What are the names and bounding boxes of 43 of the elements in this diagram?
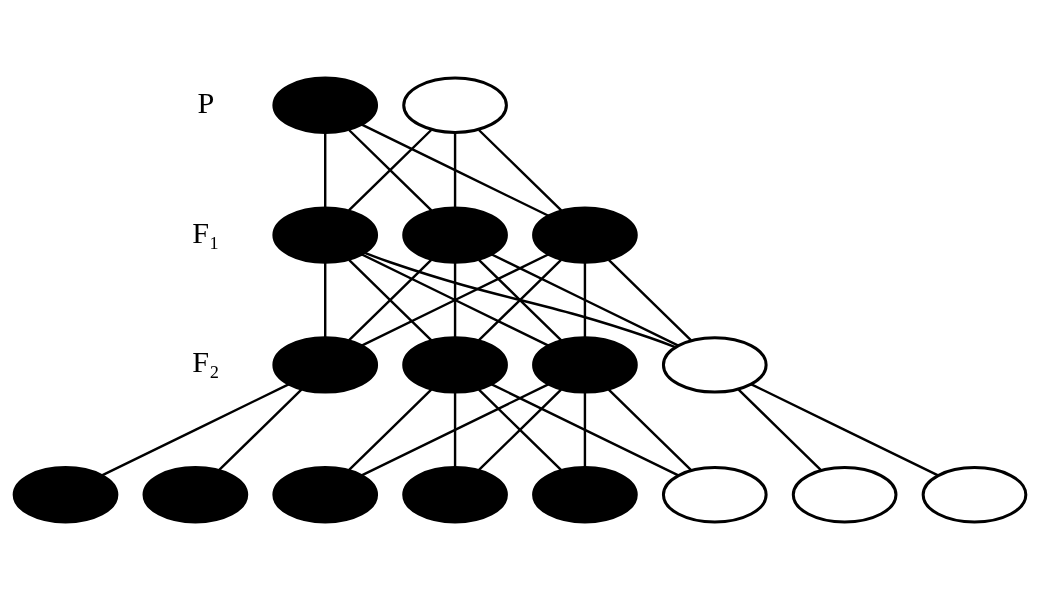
node-ellipse [402,206,508,264]
node-ellipse [661,466,768,524]
connector [453,133,457,208]
connector [491,383,679,477]
node-ellipse [272,206,379,264]
connector [324,133,327,208]
connector [453,392,457,468]
connector [324,262,327,338]
label: F₂ [192,345,220,380]
connector [348,259,433,342]
connector [478,129,563,212]
connector [361,253,549,347]
node-ellipse [921,466,1028,524]
connector [364,251,676,349]
node-ellipse [532,206,638,264]
connector [361,123,549,217]
connector [101,383,290,477]
connector [491,253,679,347]
connector [453,262,457,338]
node-ellipse [272,76,379,134]
node-ellipse [532,466,638,524]
connector [348,129,433,212]
connector [737,388,822,471]
node-ellipse [402,466,508,524]
label: P [197,85,215,120]
connector [218,388,303,471]
connector [583,262,587,338]
node-ellipse [12,466,119,524]
node-ellipse [402,76,508,134]
node-ellipse [402,336,508,394]
node-ellipse [661,336,768,394]
connector [607,259,692,342]
connector [583,392,587,468]
label: F₁ [192,215,220,250]
connector [607,388,692,471]
node-ellipse [272,466,379,524]
node-ellipse [791,466,898,524]
connector [361,383,549,477]
node-ellipse [142,466,249,524]
connector [750,383,939,477]
node-ellipse [272,336,379,394]
node-ellipse [532,336,638,394]
connector [348,388,433,471]
